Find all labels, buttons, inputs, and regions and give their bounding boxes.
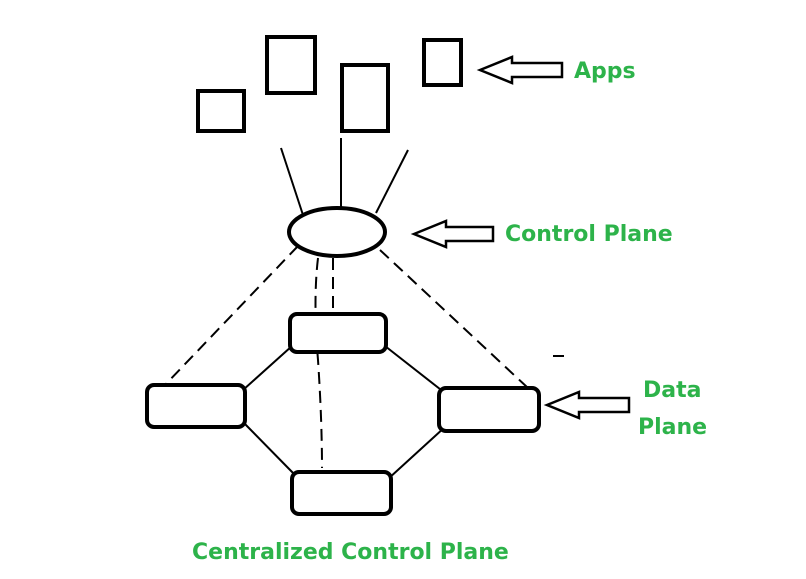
- dashed-link-bottom-node: [314, 257, 323, 469]
- app-box-1: [196, 89, 246, 133]
- data-plane-label-line2: Plane: [638, 415, 707, 440]
- link-top-right: [384, 345, 446, 394]
- app-link-right: [375, 149, 409, 214]
- switch-bottom: [290, 470, 393, 516]
- switch-right: [437, 386, 541, 433]
- pointer-arrows: [410, 55, 631, 420]
- link-top-left: [242, 345, 293, 391]
- app-link-left: [280, 147, 304, 216]
- data-plane-label-line1: Data: [643, 378, 701, 403]
- data-plane-arrow-icon: [543, 390, 631, 420]
- data-links: [242, 345, 446, 480]
- app-box-3: [340, 63, 390, 133]
- switch-left: [145, 383, 247, 429]
- apps-label: Apps: [574, 59, 636, 84]
- link-left-bottom: [242, 421, 297, 477]
- control-plane-arrow-icon: [410, 219, 495, 249]
- apps-group: [196, 35, 463, 133]
- app-links: [280, 138, 409, 216]
- data-plane-nodes: [145, 312, 541, 516]
- app-box-2: [265, 35, 317, 95]
- dashed-link-left: [164, 245, 299, 386]
- control-plane-node: [287, 206, 387, 258]
- apps-arrow-icon: [476, 55, 564, 85]
- app-box-4: [422, 38, 463, 87]
- switch-top: [288, 312, 388, 354]
- dashed-link-right: [379, 249, 529, 389]
- link-right-bottom: [387, 426, 446, 480]
- control-plane-label: Control Plane: [505, 222, 673, 247]
- diagram-caption: Centralized Control Plane: [192, 540, 509, 565]
- control-links: [164, 245, 529, 469]
